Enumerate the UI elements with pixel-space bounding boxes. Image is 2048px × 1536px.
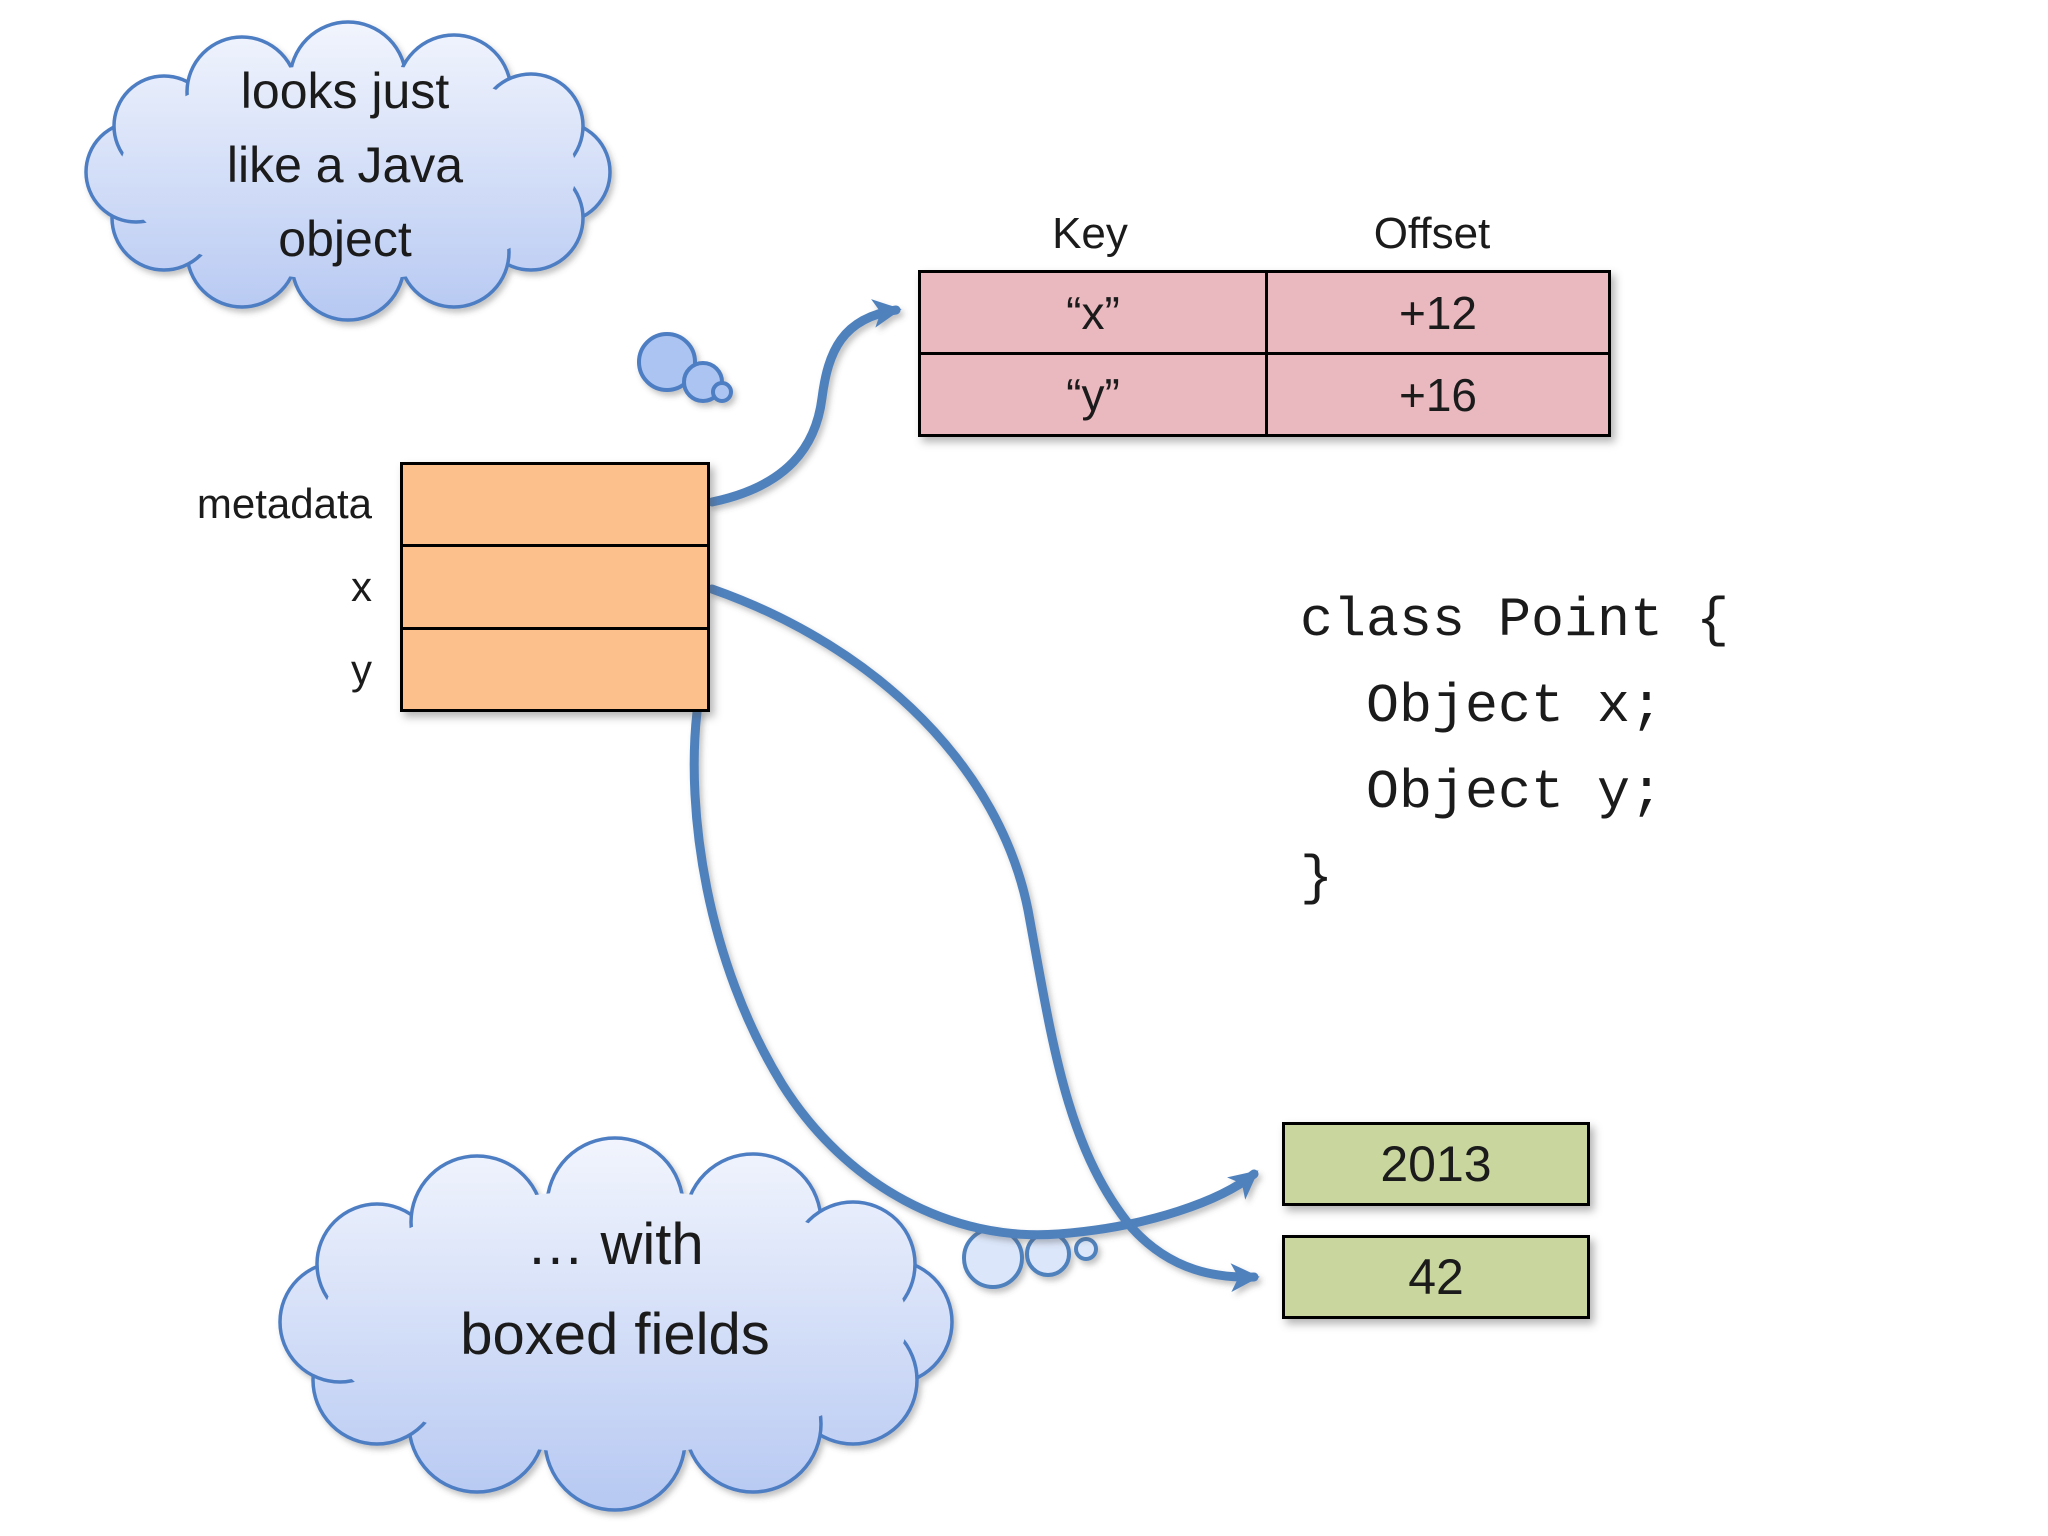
hashtable-cell-key-y: “y” xyxy=(918,352,1268,437)
object-field-labels: metadata x y xyxy=(110,462,386,712)
hashtable-header-offset: Offset xyxy=(1373,209,1491,258)
hashtable-row-y: “y” +16 xyxy=(918,352,1611,437)
object-layout-box xyxy=(400,462,710,712)
hashtable-cell-key-x: “x” xyxy=(918,270,1268,355)
thought-bubble-trail-top xyxy=(637,332,733,403)
cloud-line: like a Java xyxy=(226,137,464,193)
thought-cloud-top-text: looks just like a Java object xyxy=(125,54,565,276)
code-line: Object y; xyxy=(1300,761,1664,824)
cloud-line: boxed fields xyxy=(460,1302,770,1367)
field-label-x: x xyxy=(351,562,372,610)
object-slot-y xyxy=(403,626,707,709)
cloud-line: object xyxy=(278,211,412,267)
code-block: class Point { Object x; Object y;} xyxy=(1300,578,1729,922)
field-label-y: y xyxy=(351,646,372,694)
boxed-value-42: 42 xyxy=(1282,1235,1590,1319)
arrow-field-x-to-value-42 xyxy=(707,584,1260,1293)
hashtable-table: “x” +12 “y” +16 xyxy=(918,270,1611,437)
cloud-line: looks just xyxy=(240,63,450,119)
code-line: } xyxy=(1300,847,1334,910)
code-line: Object x; xyxy=(1300,675,1664,738)
boxed-value-2013: 2013 xyxy=(1282,1122,1590,1206)
arrow-field-y-to-value-2013 xyxy=(689,707,1259,1240)
thought-bubble-trail-bottom xyxy=(962,1227,1098,1289)
cloud-line: … with xyxy=(526,1212,704,1277)
thought-cloud-top xyxy=(84,20,733,403)
field-label-metadata: metadata xyxy=(196,479,372,527)
hashtable-cell-offset-x: +12 xyxy=(1265,270,1611,355)
thought-cloud-bottom xyxy=(278,1136,1098,1512)
hashtable-cell-offset-y: +16 xyxy=(1265,352,1611,437)
hashtable-row-x: “x” +12 xyxy=(918,270,1611,355)
thought-cloud-bottom-text: … with boxed fields xyxy=(330,1200,900,1380)
object-slot-x xyxy=(403,544,707,627)
object-slot-metadata xyxy=(403,465,707,545)
arrow-metadata-to-hashtable xyxy=(707,299,902,507)
code-line: class Point { xyxy=(1300,589,1730,652)
hashtable-header-key: Key xyxy=(1052,209,1128,258)
